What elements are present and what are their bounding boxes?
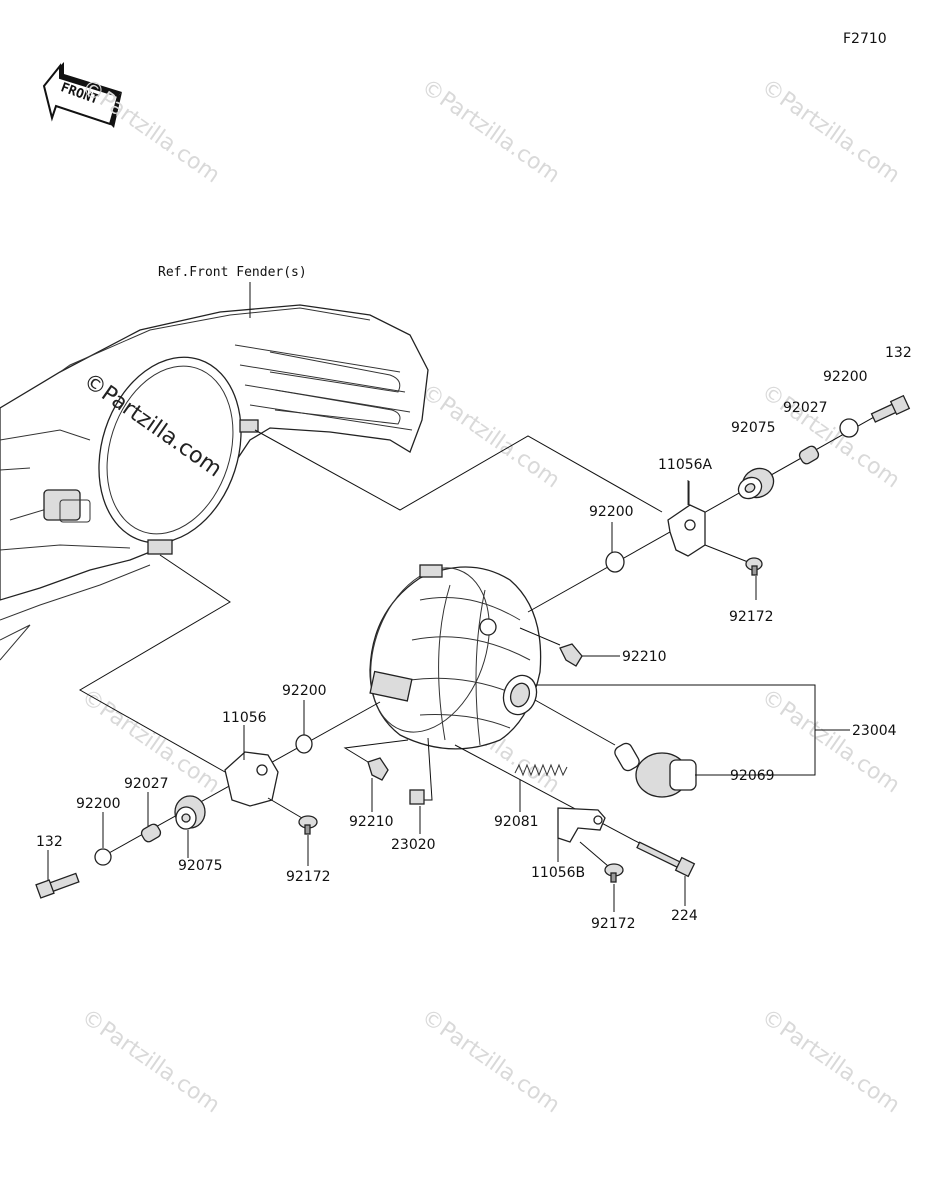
watermark: ©Partzilla.com [757, 1004, 905, 1118]
callout-92075-left: 92075 [178, 858, 223, 874]
bracket-11056a [667, 480, 706, 557]
watermark: ©Partzilla.com [417, 379, 565, 493]
screw-92172-right [704, 544, 763, 576]
front-fender-reference: Ref.Front Fender(s) ©Partzilla.com [0, 265, 429, 661]
callout-92069: 92069 [730, 768, 775, 784]
bracket-11056b [557, 807, 606, 843]
clip-92210-right [519, 627, 583, 667]
watermark: ©Partzilla.com [757, 74, 905, 188]
front-arrow-icon: FRONT [42, 62, 122, 128]
callout-92200-far-left: 92200 [76, 796, 121, 812]
nut-23020 [409, 737, 433, 805]
callout-23020: 23020 [391, 837, 436, 853]
callout-92172-left: 92172 [286, 869, 331, 885]
bolt-132-left [35, 872, 80, 899]
watermark: ©Partzilla.com [77, 74, 225, 188]
bulb-92069 [534, 699, 697, 798]
washer-92200-mid [605, 551, 625, 573]
callout-132-left: 132 [36, 834, 63, 850]
collar-92027-left [140, 823, 162, 843]
callout-92200-mid: 92200 [589, 504, 634, 520]
bolt-132-right [870, 394, 911, 423]
watermark: ©Partzilla.com [757, 684, 905, 798]
projection-line-left [78, 554, 231, 773]
washer-92200-far-left [94, 848, 112, 866]
watermark: ©Partzilla.com [757, 379, 905, 493]
callout-92027-right: 92027 [783, 400, 828, 416]
callout-92172-right: 92172 [729, 609, 774, 625]
watermark: ©Partzilla.com [417, 74, 565, 188]
callout-labels: 132 92200 92027 92075 11056A 92200 92172… [36, 345, 912, 932]
collar-92027-right [798, 445, 820, 465]
callout-132-right: 132 [885, 345, 912, 361]
callout-224: 224 [671, 908, 698, 924]
grommet-92075-right [737, 467, 775, 500]
callout-92172-bottom: 92172 [591, 916, 636, 932]
callout-92081: 92081 [494, 814, 539, 830]
headlight-opening [98, 356, 242, 544]
callout-92200-left: 92200 [282, 683, 327, 699]
spring-92081 [514, 763, 568, 777]
projection-line-right [254, 429, 663, 513]
callout-11056: 11056 [222, 710, 267, 726]
right-assembly-axis [527, 407, 891, 613]
watermark: ©Partzilla.com [77, 1004, 225, 1118]
callout-92210-right: 92210 [622, 649, 667, 665]
screw-92172-left [267, 797, 318, 835]
adjuster-screw-224 [636, 841, 696, 878]
reference-note: Ref.Front Fender(s) [158, 265, 307, 280]
clip-92210-left [343, 739, 409, 781]
washer-92200-top-right [839, 418, 859, 438]
grommet-92075-left [174, 795, 206, 830]
screw-92172-bottom [579, 841, 624, 883]
callout-92210-left: 92210 [349, 814, 394, 830]
callout-11056b: 11056B [531, 865, 585, 881]
callout-11056a: 11056A [658, 457, 713, 473]
bracket-11056 [224, 751, 279, 807]
watermark: ©Partzilla.com [417, 1004, 565, 1118]
callout-92200-top-right: 92200 [823, 369, 868, 385]
washer-92200-left [295, 734, 313, 754]
callout-23004: 23004 [852, 723, 897, 739]
figure-code: F2710 [843, 31, 887, 47]
callout-leaders [47, 481, 850, 912]
callout-92027-left: 92027 [124, 776, 169, 792]
headlight-unit [369, 564, 542, 750]
callout-92075-right: 92075 [731, 420, 776, 436]
